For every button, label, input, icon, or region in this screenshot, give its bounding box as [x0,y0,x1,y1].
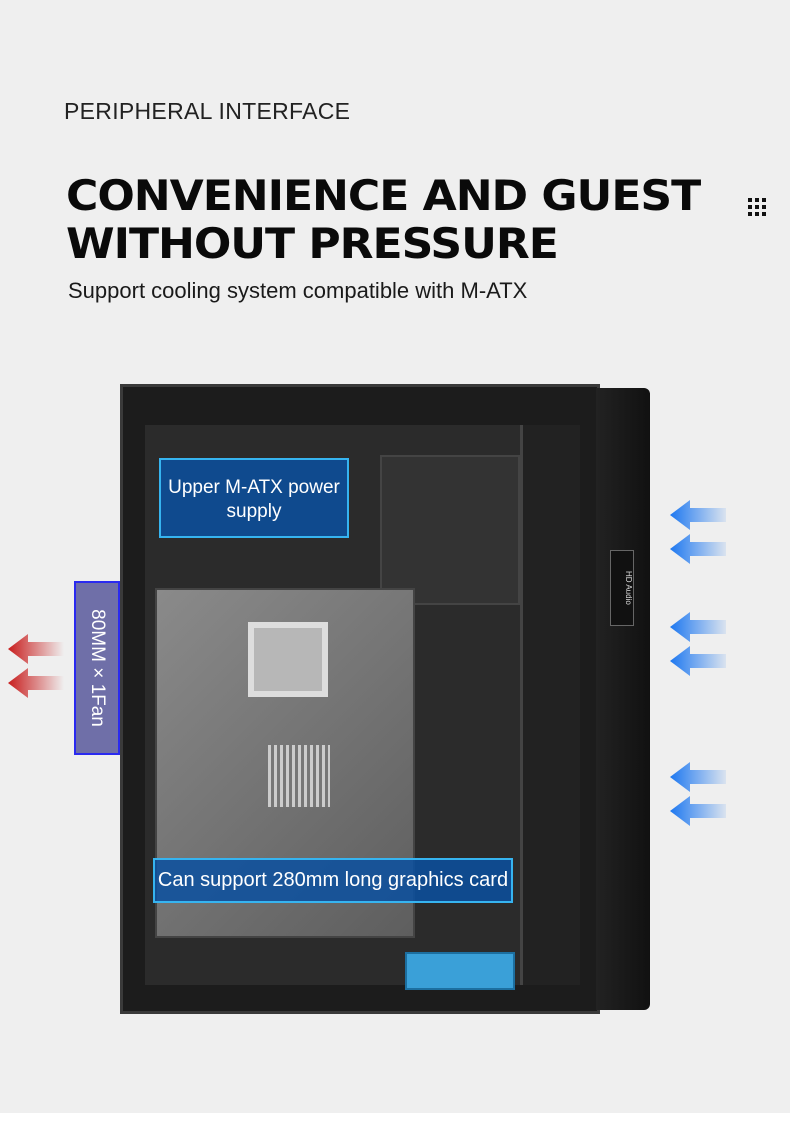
intake-arrow-icon [670,500,726,530]
subtitle: Support cooling system compatible with M… [68,278,528,303]
gpu-callout: Can support 280mm long graphics card [153,858,513,903]
headline-line-1: CONVENIENCE AND GUEST [66,171,701,220]
drive-rail [520,425,580,985]
intake-arrow-icon [670,646,726,676]
fan-callout-text: 80MM × 1Fan [87,609,108,727]
headline: CONVENIENCE AND GUEST WITHOUT PRESSURE [66,171,701,268]
fan-callout: 80MM × 1Fan [74,581,120,755]
eyebrow-title: PERIPHERAL INTERFACE [64,98,351,124]
exhaust-arrow-icon [8,634,64,664]
ssd-drive [405,952,515,990]
floor-strip [0,1113,790,1125]
cpu-socket [248,622,328,697]
intake-arrow-icon [670,762,726,792]
headline-line-2: WITHOUT PRESSURE [66,219,559,268]
intake-arrow-icon [670,796,726,826]
hd-audio-badge: HD Audio [610,550,634,626]
intake-arrow-icon [670,612,726,642]
exhaust-arrow-icon [8,668,64,698]
psu-callout: Upper M-ATX power supply [159,458,349,538]
intake-arrow-icon [670,534,726,564]
heatsink [268,745,330,807]
case-front-panel [596,388,650,1010]
psu-bay [380,455,520,605]
grid-dots-icon [748,198,768,216]
